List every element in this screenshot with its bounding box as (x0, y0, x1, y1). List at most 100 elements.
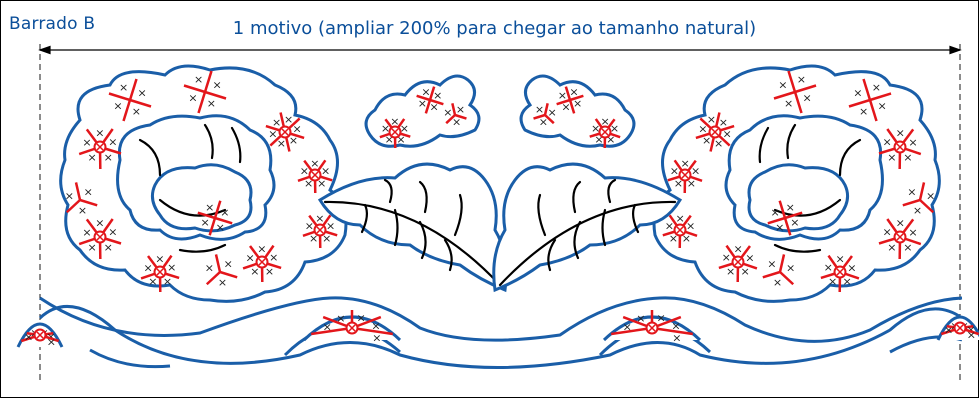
cross-mark: × (698, 122, 707, 135)
red-stitch-line (219, 270, 238, 279)
cross-mark: × (773, 276, 782, 289)
cross-mark: × (882, 226, 891, 239)
cross-mark: × (908, 136, 917, 149)
red-stitch-line (569, 94, 584, 102)
cross-mark: × (681, 157, 690, 170)
cross-mark: × (315, 212, 324, 225)
petal (150, 163, 253, 233)
eyelet-icon (678, 168, 692, 182)
vein-line (601, 208, 607, 247)
cross-mark: × (778, 79, 787, 92)
cross-mark: × (224, 257, 233, 270)
cross-mark: × (322, 232, 331, 245)
instruction-caption: 1 motivo (ampliar 200% para chegar ao ta… (0, 18, 979, 39)
red-stitch-line (767, 216, 786, 225)
cross-mark: × (836, 253, 845, 266)
cross-mark: × (268, 128, 277, 141)
vein-line (443, 238, 453, 272)
red-stitch-line (203, 70, 213, 93)
vein-line (138, 138, 162, 177)
cross-mark: × (300, 165, 309, 178)
cross-mark: × (591, 122, 600, 135)
cross-mark: × (558, 89, 567, 102)
cross-mark: × (65, 190, 74, 203)
cross-mark: × (390, 115, 399, 128)
cross-mark: × (137, 87, 146, 100)
red-stitch-line (128, 78, 138, 101)
vein-line (631, 203, 640, 234)
red-stitch-line (543, 103, 549, 116)
cross-mark: × (289, 134, 298, 147)
cross-mark: × (205, 262, 214, 275)
cross-mark: × (966, 323, 975, 336)
cross-mark: × (155, 253, 164, 266)
cross-mark: × (767, 257, 776, 270)
vein-line (498, 200, 677, 287)
cross-mark: × (277, 137, 286, 150)
cross-mark: × (561, 101, 570, 114)
red-stitch-line (919, 199, 935, 214)
cross-mark: × (326, 219, 335, 232)
cross-mark: × (47, 335, 56, 348)
cross-mark: × (872, 81, 881, 94)
vein-line (758, 126, 770, 164)
red-stitch-line (183, 84, 206, 94)
cross-mark: × (672, 331, 681, 344)
cross-mark: × (745, 251, 754, 264)
eyelet-icon (893, 140, 907, 154)
red-stitch-line (793, 91, 803, 114)
red-stitch-line (311, 326, 353, 336)
cross-mark: × (903, 151, 912, 164)
vein-line (383, 178, 393, 204)
cross-mark: × (95, 126, 104, 139)
cross-mark: × (400, 122, 409, 135)
cross-mark: × (163, 275, 172, 288)
cross-mark: × (859, 105, 868, 118)
cross-mark: × (691, 165, 700, 178)
red-stitch-line (205, 271, 221, 286)
red-stitch-line (783, 217, 792, 236)
cross-mark: × (113, 99, 122, 112)
red-stitch-line (129, 98, 152, 108)
cross-mark: × (687, 177, 696, 190)
petal (747, 163, 850, 233)
cross-mark: × (926, 190, 935, 203)
cross-mark: × (802, 91, 811, 104)
red-stitch-line (208, 217, 217, 236)
red-stitch-line (424, 99, 432, 114)
vein-line (453, 193, 463, 237)
cross-mark: × (877, 99, 886, 112)
cross-mark: × (104, 241, 113, 254)
cross-mark: × (686, 220, 695, 233)
scallop-fan: ××××× (16, 322, 64, 348)
red-stitch-line (784, 211, 803, 220)
cross-mark: × (944, 324, 953, 337)
cross-mark: × (194, 73, 203, 86)
cross-mark: × (46, 330, 55, 343)
cross-mark: × (824, 261, 833, 274)
cross-mark: × (682, 232, 691, 245)
cross-mark: × (784, 97, 793, 110)
vein-line (418, 220, 427, 260)
vein-line (158, 198, 227, 217)
red-stitch-line (556, 98, 571, 106)
cross-mark: × (418, 97, 427, 110)
cross-mark: × (452, 115, 461, 128)
cross-mark: × (775, 221, 784, 234)
cross-mark: × (847, 261, 856, 274)
petal (492, 162, 683, 293)
cross-mark: × (913, 204, 922, 217)
vein-line (547, 238, 557, 272)
cross-mark: × (853, 87, 862, 100)
cross-mark: × (714, 137, 723, 150)
cross-mark: × (786, 201, 795, 214)
cross-mark: × (292, 122, 301, 135)
cross-mark: × (887, 241, 896, 254)
red-stitch-line (564, 86, 572, 101)
red-stitch-line (862, 78, 872, 101)
cross-mark: × (594, 133, 603, 146)
instruction-text: 1 motivo (ampliar 200% para chegar ao ta… (226, 18, 763, 39)
cross-mark: × (702, 134, 711, 147)
cross-mark: × (797, 73, 806, 86)
